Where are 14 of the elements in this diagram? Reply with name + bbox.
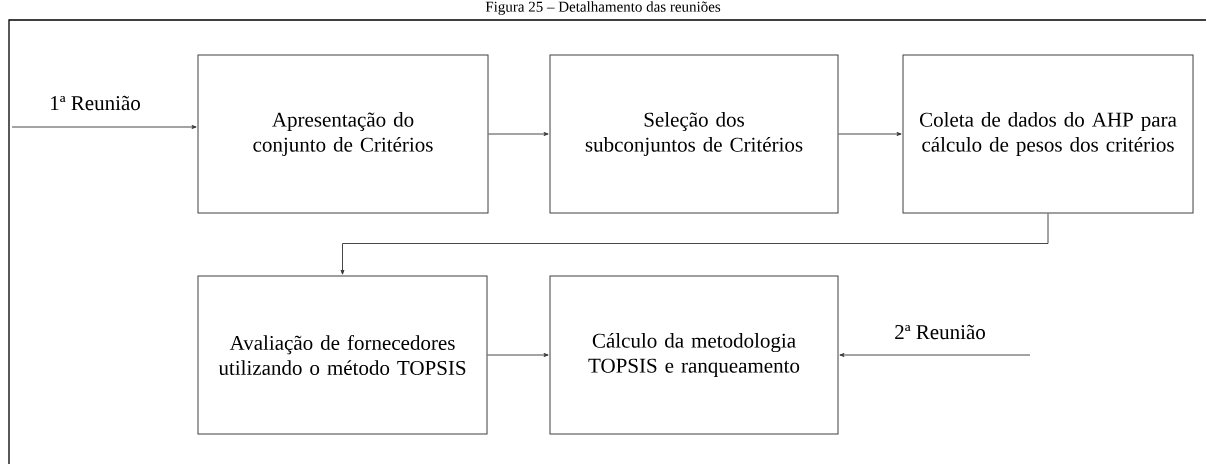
title: Figura 25 – Detalhamento das reuniões (485, 1, 721, 15)
process-box: Cálculo da metodologia TOPSIS e ranqueamento (549, 275, 839, 435)
edge-label: 2ª Reunião (893, 323, 987, 341)
arrow (838, 132, 902, 136)
arrow (340, 213, 1049, 275)
process-box: Avaliação de fornecedores utilizando o método TOPSIS (197, 275, 488, 435)
arrow (11, 125, 197, 129)
arrow (487, 353, 549, 357)
arrow (488, 132, 549, 136)
process-box: Coleta de dados do AHP para cálculo de pesos dos critérios (902, 54, 1194, 214)
process-box: Seleção dos subconjuntos de Critérios (549, 54, 839, 214)
edge-label: 1ª Reunião (48, 94, 142, 112)
arrow (839, 353, 1031, 357)
process-box: Apresentação do conjunto de Critérios (197, 54, 489, 214)
